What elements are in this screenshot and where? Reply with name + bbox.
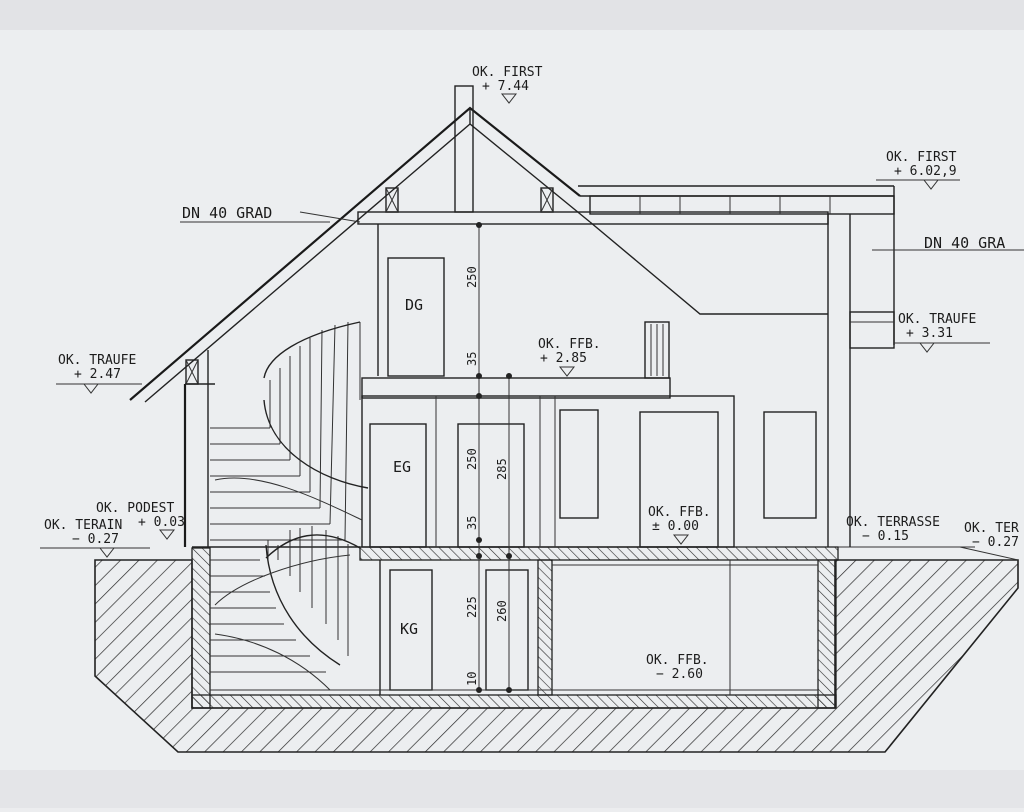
- level-terrace-value: − 0.15: [862, 529, 909, 544]
- level-landing-label: OK. PODEST: [96, 501, 174, 516]
- level-triangle-icon: [98, 547, 116, 558]
- level-landing: OK. PODEST + 0.03: [96, 501, 185, 540]
- level-ridge-annex-value: + 6.02,9: [894, 164, 957, 179]
- dim-kg-slab: 10: [465, 672, 479, 686]
- level-terrain-left-value: − 0.27: [72, 532, 119, 547]
- level-triangle-icon: [500, 93, 518, 104]
- level-ffb-kg-value: − 2.60: [656, 667, 703, 682]
- level-triangle-icon: [672, 534, 690, 545]
- level-eave-right: OK. TRAUFE + 3.31: [894, 312, 990, 353]
- level-eave-left-label: OK. TRAUFE: [58, 353, 136, 368]
- level-triangle-icon: [158, 529, 176, 540]
- level-triangle-icon: [558, 366, 576, 377]
- dim-dg-slab: 35: [465, 352, 479, 366]
- room-label-kg: KG: [400, 620, 418, 638]
- dim-kg-total: 260: [495, 600, 509, 622]
- roof-pitch-left: DN 40 GRAD: [182, 204, 272, 222]
- level-terrace: OK. TERRASSE − 0.15: [846, 515, 940, 544]
- level-ridge-main-label: OK. FIRST: [472, 65, 543, 80]
- roof: [129, 85, 895, 403]
- level-eave-left: OK. TRAUFE + 2.47: [56, 353, 142, 394]
- level-eave-left-value: + 2.47: [74, 367, 121, 382]
- dim-eg-slab: 35: [465, 516, 479, 530]
- level-ridge-annex: OK. FIRST + 6.02,9: [876, 150, 960, 190]
- level-terrace-label: OK. TERRASSE: [846, 515, 940, 530]
- level-terrain-right-value: − 0.27: [972, 535, 1019, 550]
- staircase: [210, 321, 369, 691]
- dim-eg-total: 285: [495, 458, 509, 480]
- dimension-chain: [476, 222, 512, 693]
- level-ridge-main: OK. FIRST + 7.44: [472, 65, 543, 104]
- level-ridge-main-value: + 7.44: [482, 79, 529, 94]
- level-ffb-dg-value: + 2.85: [540, 351, 587, 366]
- level-ffb-eg-value: ± 0.00: [652, 519, 699, 534]
- level-ffb-dg: OK. FFB. + 2.85: [538, 337, 601, 377]
- level-eave-right-value: + 3.31: [906, 326, 953, 341]
- level-triangle-icon: [82, 383, 100, 394]
- level-terrain-left-label: OK. TERAIN: [44, 518, 122, 533]
- roof-pitch-right: DN 40 GRA: [924, 234, 1005, 252]
- room-label-eg: EG: [393, 458, 411, 476]
- room-label-dg: DG: [405, 296, 423, 314]
- level-ffb-dg-label: OK. FFB.: [538, 337, 601, 352]
- level-triangle-icon: [922, 179, 940, 190]
- dim-dg-height: 250: [465, 266, 479, 288]
- ground-slab: [359, 546, 839, 561]
- level-ffb-kg-label: OK. FFB.: [646, 653, 709, 668]
- ground-floor: [183, 214, 851, 548]
- dim-eg-height: 250: [465, 448, 479, 470]
- dimension-labels: 250 35 250 285 35 225 260 10: [465, 266, 509, 686]
- level-eave-right-label: OK. TRAUFE: [898, 312, 976, 327]
- level-terrain-right: OK. TER − 0.27: [964, 521, 1019, 550]
- level-ffb-eg: OK. FFB. ± 0.00: [648, 505, 711, 545]
- level-terrain-right-label: OK. TER: [964, 521, 1019, 536]
- level-ffb-kg: OK. FFB. − 2.60: [646, 653, 709, 682]
- dim-kg-height: 225: [465, 596, 479, 618]
- level-terrain-left: OK. TERAIN − 0.27: [40, 518, 150, 558]
- level-ridge-annex-label: OK. FIRST: [886, 150, 957, 165]
- level-landing-value: + 0.03: [138, 515, 185, 530]
- level-triangle-icon: [918, 342, 936, 353]
- level-ffb-eg-label: OK. FFB.: [648, 505, 711, 520]
